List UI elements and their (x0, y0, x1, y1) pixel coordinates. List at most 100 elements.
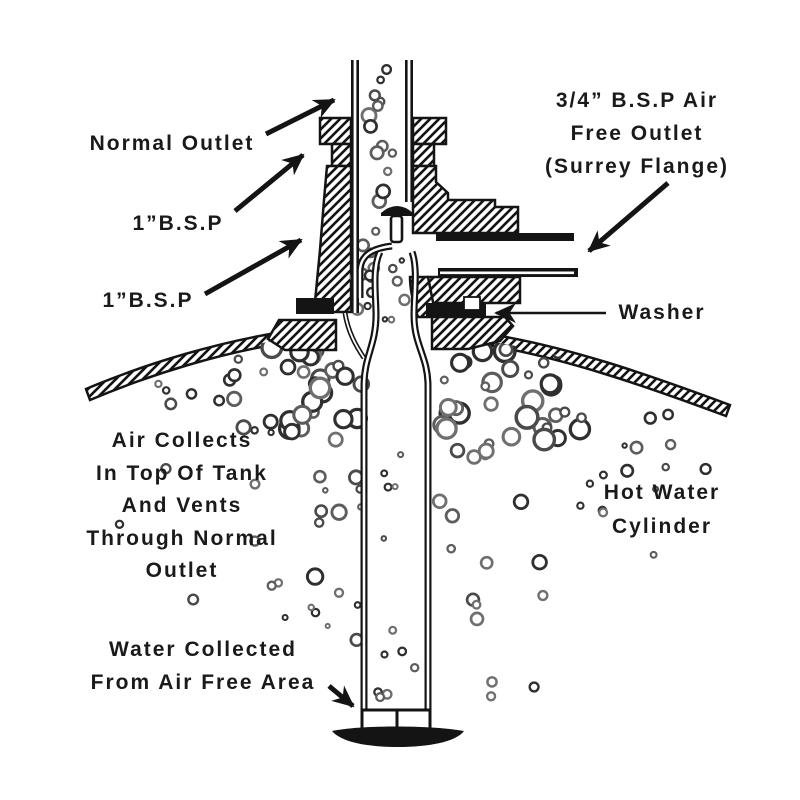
air-bubble (444, 508, 461, 524)
funnel-wall-left-inner (344, 312, 365, 359)
air-bubble (227, 368, 242, 383)
air-bubble (664, 438, 677, 451)
air-bubble (161, 386, 171, 395)
air-bubble (371, 226, 381, 236)
air-bubble (483, 396, 499, 412)
label-line: Outlet (145, 559, 219, 582)
air-bubble (528, 681, 540, 693)
label-air-collects: Air Collects In Top Of Tank And Vents Th… (86, 425, 277, 588)
fitting-right-nut (411, 116, 448, 146)
air-bubble (335, 366, 355, 386)
air-bubble (235, 419, 252, 436)
label-hot-water-cylinder: Hot Water Cylinder (604, 476, 720, 544)
label-line: From Air Free Area (90, 671, 316, 694)
air-bubble (353, 601, 362, 609)
air-bubble (498, 341, 514, 358)
label-line: Air Collects (111, 429, 253, 452)
air-bubble (699, 462, 712, 476)
label-line: Water Collected (109, 638, 297, 661)
air-bubble (114, 519, 125, 530)
air-bubble (330, 503, 348, 521)
valve-cap (381, 206, 413, 216)
label-air-free-outlet: 3/4” B.S.P Air Free Outlet (Surrey Flang… (545, 84, 729, 183)
air-bubble (387, 148, 398, 158)
air-bubble (250, 426, 259, 435)
air-bubble (559, 406, 571, 418)
arrow-normal-outlet (264, 97, 336, 137)
air-bubble (438, 397, 458, 417)
fitting-left-body (312, 164, 353, 314)
air-bubble (213, 394, 226, 407)
fitting-left-seal (296, 298, 334, 314)
air-bubble (598, 470, 608, 480)
air-bubble (514, 404, 540, 430)
fitting-right-upper-block (411, 164, 520, 235)
air-bubble (480, 381, 491, 392)
air-bubble (469, 611, 485, 627)
dip-tube (360, 250, 432, 711)
normal-outlet-pipe (342, 60, 413, 360)
air-bubble (154, 379, 163, 389)
label-line: In Top Of Tank (96, 461, 268, 485)
air-bubble (382, 166, 393, 177)
air-bubble (380, 469, 389, 478)
fitting-left-collar (330, 142, 353, 168)
air-bubble (375, 183, 392, 200)
air-bubble (233, 354, 244, 364)
outlet-pipe-lower-bore (440, 271, 574, 275)
air-bubble (283, 422, 301, 441)
air-bubble (531, 553, 548, 571)
air-bubble (310, 607, 321, 618)
tank-dome (84, 331, 732, 418)
air-bubble (485, 691, 497, 702)
valve-stem (389, 214, 404, 244)
air-bubble (620, 463, 635, 478)
air-bubble (537, 589, 549, 602)
washer-lip (463, 296, 481, 311)
air-bubble (327, 431, 344, 448)
label-line: (Surrey Flange) (544, 155, 730, 178)
tank-dome-left (84, 331, 280, 402)
label-line: 3/4” B.S.P Air (555, 89, 719, 112)
air-bubble (621, 442, 628, 449)
label-line: And Vents (121, 494, 243, 517)
label-washer: Washer (618, 301, 706, 324)
fitting-right-collar (411, 142, 436, 168)
label-line: Cylinder (611, 515, 713, 538)
air-bubble (249, 478, 261, 490)
air-bubble (363, 118, 378, 134)
air-bubble (431, 493, 448, 510)
label-water-collected: Water Collected From Air Free Area (91, 633, 316, 699)
air-bubble (576, 501, 585, 510)
air-bubble (649, 550, 658, 559)
air-bubble (449, 442, 466, 459)
air-bubble (355, 238, 371, 253)
air-bubble (450, 352, 471, 373)
air-bubble (576, 412, 587, 424)
air-bubble (249, 535, 261, 547)
air-bubble (371, 100, 384, 112)
air-bubble (387, 315, 396, 324)
air-bubble (376, 75, 386, 85)
label-line: Through Normal (86, 526, 278, 550)
baffle-plate (332, 726, 464, 747)
label-bsp-upper: 1”B.S.P (132, 212, 224, 235)
air-bubble (661, 462, 670, 472)
air-bubble (368, 89, 381, 102)
air-bubble (321, 486, 329, 494)
air-bubble (409, 662, 420, 673)
arrow-bsp-upper (233, 153, 305, 213)
air-bubble (375, 692, 386, 703)
air-bubble (471, 599, 482, 610)
air-bubble (313, 517, 325, 528)
air-bubble (259, 367, 269, 377)
label-line: Free Outlet (570, 122, 704, 145)
air-bubble (380, 535, 388, 542)
arrow-bsp-lower (203, 237, 303, 297)
fitting-right (408, 116, 578, 351)
air-bubble (397, 646, 408, 657)
air-bubble (598, 507, 609, 518)
air-bubble (262, 413, 279, 430)
pipe-wall-left-bore (353, 60, 357, 313)
